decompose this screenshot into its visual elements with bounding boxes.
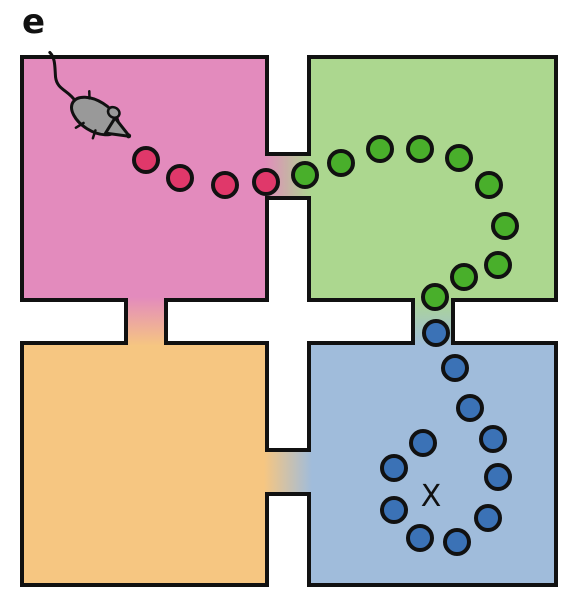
trail-dot-blue (484, 463, 512, 491)
trail-dot-pink (132, 146, 160, 174)
corridor-tl-bl (126, 297, 166, 346)
trail-dot-green (491, 212, 519, 240)
trail-dot-blue (422, 319, 450, 347)
chamber-bottom-left (22, 343, 267, 585)
trail-dot-blue (441, 354, 469, 382)
goal-marker: X (421, 479, 442, 514)
trail (132, 135, 519, 556)
panel-label: e (22, 2, 46, 42)
trail-dot-blue (479, 425, 507, 453)
trail-dot-green (484, 251, 512, 279)
trail-dot-green (450, 263, 478, 291)
trail-dot-green (366, 135, 394, 163)
trail-dot-blue (380, 454, 408, 482)
trail-dot-green (421, 283, 449, 311)
trail-dot-blue (406, 524, 434, 552)
trail-dot-pink (252, 168, 280, 196)
trail-dot-blue (456, 394, 484, 422)
trail-dot-green (327, 149, 355, 177)
chamber-bottom-right (309, 343, 556, 585)
trail-dot-green (445, 144, 473, 172)
chamber-top-right (309, 57, 556, 300)
trail-dot-green (475, 171, 503, 199)
trail-dot-pink (166, 164, 194, 192)
trail-dot-green (406, 135, 434, 163)
corridor-bl-br (264, 450, 312, 494)
trail-dot-blue (380, 496, 408, 524)
trail-dot-pink (211, 171, 239, 199)
trail-dot-blue (409, 429, 437, 457)
trail-dot-blue (474, 504, 502, 532)
trail-dot-blue (443, 528, 471, 556)
mouse-icon (48, 50, 132, 140)
trail-dot-green (291, 161, 319, 189)
maze-walls (20, 55, 558, 587)
